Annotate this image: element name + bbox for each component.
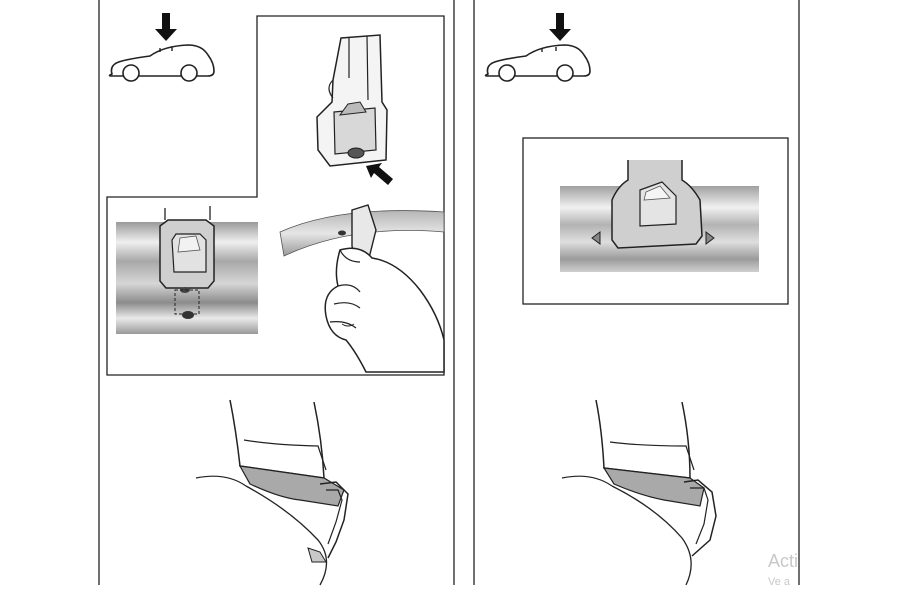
car-wheel-rear: [180, 64, 198, 82]
hand-press-view: [279, 204, 445, 373]
right-installation-panel: [473, 0, 800, 586]
clip-hole: [347, 147, 365, 159]
car-icon: [108, 44, 215, 77]
door-section-left: [195, 399, 349, 586]
activation-watermark: Acti Ve a: [768, 552, 812, 588]
car-wheel-rear-2: [556, 64, 574, 82]
clip-on-rail-frame: [522, 137, 789, 305]
rail-hole-bottom: [182, 311, 194, 319]
car-icon-2: [484, 44, 591, 77]
detail-frame: [106, 15, 445, 376]
car-wheel-front: [122, 64, 140, 82]
rail-hook-left: [591, 231, 601, 245]
hand-icon: [324, 247, 445, 373]
down-arrow-icon: [155, 13, 177, 41]
insert-arrow-icon: [366, 163, 393, 185]
left-installation-panel: [98, 0, 455, 586]
clip-on-rail-view: [560, 160, 759, 272]
clip-insert-detail: [316, 34, 393, 185]
gasket-left: [238, 465, 345, 507]
gasket-right: [602, 467, 705, 507]
car-wheel-front-2: [498, 64, 516, 82]
down-arrow-icon-2: [549, 13, 571, 41]
watermark-subtitle: Ve a: [768, 575, 791, 588]
watermark-title: Acti: [768, 552, 799, 571]
rail-clip-view: [116, 206, 258, 334]
car-top-view-2: [484, 13, 591, 82]
car-top-view: [108, 13, 215, 82]
rail-hook-right: [705, 231, 715, 245]
door-section-right: [561, 399, 717, 586]
